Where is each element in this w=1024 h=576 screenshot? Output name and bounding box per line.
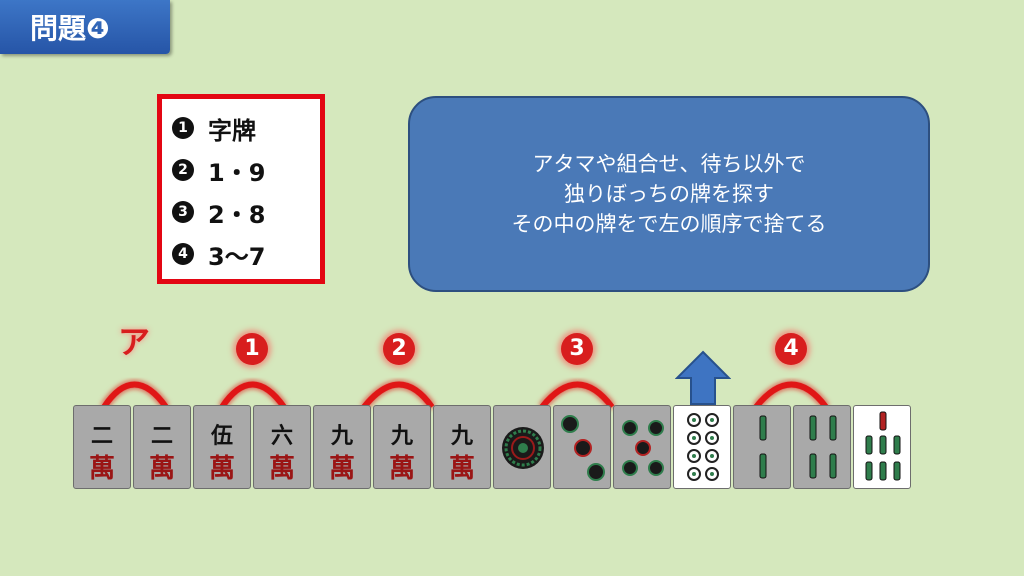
- tile-sou[interactable]: [733, 405, 791, 489]
- rule-text: 1・9: [208, 158, 266, 187]
- rule-text: 2・8: [208, 200, 266, 229]
- tile-number: 二: [90, 423, 113, 449]
- eight-pin-icon: [687, 413, 719, 481]
- tile-number: 二: [150, 423, 173, 449]
- tile-suit: 萬: [328, 454, 355, 484]
- tile-suit: 萬: [448, 454, 475, 484]
- tile-number: 九: [390, 423, 413, 449]
- tile-suit: 萬: [208, 454, 235, 484]
- arc-group-1: [219, 381, 287, 409]
- tile-number: 伍: [210, 423, 233, 449]
- seven-sou-icon: [865, 411, 901, 481]
- rule-row-4: 4 3～7: [172, 233, 320, 275]
- tile-man[interactable]: 九 萬: [373, 405, 431, 489]
- tile-pin[interactable]: [553, 405, 611, 489]
- bubble-line: 独りぼっちの牌を探す: [564, 182, 774, 206]
- three-pin-icon: [561, 415, 605, 481]
- up-arrow-icon: [675, 350, 731, 405]
- instruction-bubble: アタマや組合せ、待ち以外で 独りぼっちの牌を探す その中の牌をで左の順序で捨てる: [408, 96, 930, 292]
- rule-row-2: 2 1・9: [172, 149, 320, 191]
- rule-text: 3～7: [208, 242, 266, 271]
- arc-label-3: 3: [561, 333, 593, 365]
- tile-man[interactable]: 六 萬: [253, 405, 311, 489]
- bubble-line: アタマや組合せ、待ち以外で: [532, 152, 806, 176]
- tile-man[interactable]: 二 萬: [73, 405, 131, 489]
- rule-box: 1 字牌 2 1・9 3 2・8 4 3～7: [157, 94, 325, 284]
- arc-label-a: ア: [118, 323, 151, 361]
- one-pin-icon: [502, 427, 544, 469]
- tile-number: 九: [330, 423, 353, 449]
- arc-group-2: [361, 381, 435, 409]
- rule-number: 2: [172, 159, 194, 181]
- arc-label-4: 4: [775, 333, 807, 365]
- arc-group-3: [539, 381, 615, 409]
- arc-group-4: [753, 381, 829, 409]
- bubble-line: その中の牌をで左の順序で捨てる: [511, 212, 827, 236]
- tile-pin[interactable]: [493, 405, 551, 489]
- tile-number: 六: [270, 423, 293, 449]
- tile-pin-highlighted[interactable]: [673, 405, 731, 489]
- two-sou-icon: [759, 415, 767, 479]
- rule-number: 4: [172, 243, 194, 265]
- tile-suit: 萬: [388, 454, 415, 484]
- arc-label-1: 1: [236, 333, 268, 365]
- tile-suit: 萬: [88, 454, 115, 484]
- rule-row-3: 3 2・8: [172, 191, 320, 233]
- tile-man[interactable]: 二 萬: [133, 405, 191, 489]
- tile-sou[interactable]: [793, 405, 851, 489]
- tile-man[interactable]: 伍 萬: [193, 405, 251, 489]
- tile-man[interactable]: 九 萬: [433, 405, 491, 489]
- tile-number: 九: [450, 423, 473, 449]
- arc-group-a: [101, 381, 169, 409]
- five-pin-icon: [622, 420, 664, 476]
- tile-pin[interactable]: [613, 405, 671, 489]
- rule-number: 3: [172, 201, 194, 223]
- tile-man[interactable]: 九 萬: [313, 405, 371, 489]
- tile-suit: 萬: [148, 454, 175, 484]
- rule-text: 字牌: [208, 116, 256, 145]
- rule-number: 1: [172, 117, 194, 139]
- arc-label-2: 2: [383, 333, 415, 365]
- tile-sou[interactable]: [853, 405, 911, 489]
- tile-suit: 萬: [268, 454, 295, 484]
- four-sou-icon: [809, 415, 837, 479]
- rule-row-1: 1 字牌: [172, 107, 320, 149]
- page-title: 問題❹: [0, 0, 170, 54]
